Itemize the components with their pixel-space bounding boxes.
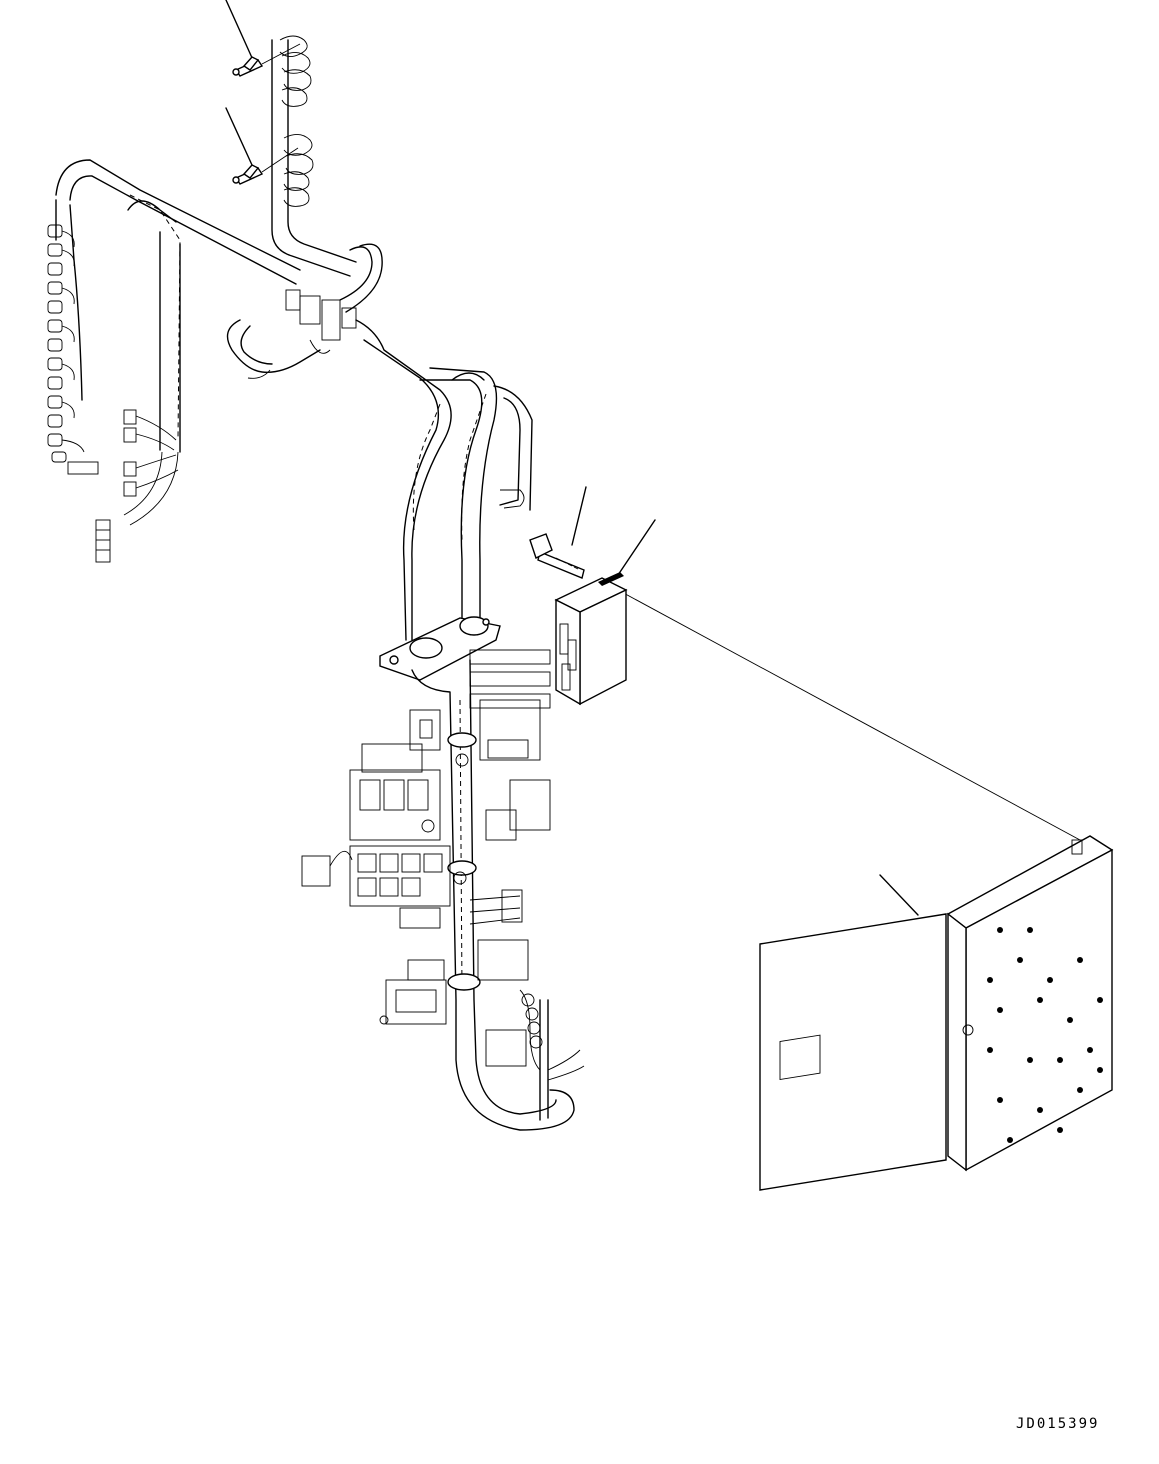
left-harness-loop [47,159,301,563]
leader-lines [225,0,1081,916]
leader-line-bolt [571,486,587,546]
leader-line-upper-connector [225,0,254,61]
leader-line-controller [615,519,656,579]
harness-junction [226,243,383,379]
harness-connector-upper [232,43,301,77]
mounting-plate [379,616,501,681]
upper-harness-branch [271,35,357,277]
electrical-box-with-door [759,835,1114,1191]
leader-line-lower-connector [225,107,253,166]
leader-line-box-door [879,874,919,916]
harness-connector-lower [232,147,299,185]
drawing-reference-id: JD015399 [1016,1416,1100,1432]
assembly-line-controller-to-box [617,589,1081,841]
main-harness-trunk [355,319,533,641]
lower-harness-trunk [411,659,575,1131]
controller-module [554,572,628,706]
component-cluster [301,649,585,1081]
bolt [529,533,585,579]
